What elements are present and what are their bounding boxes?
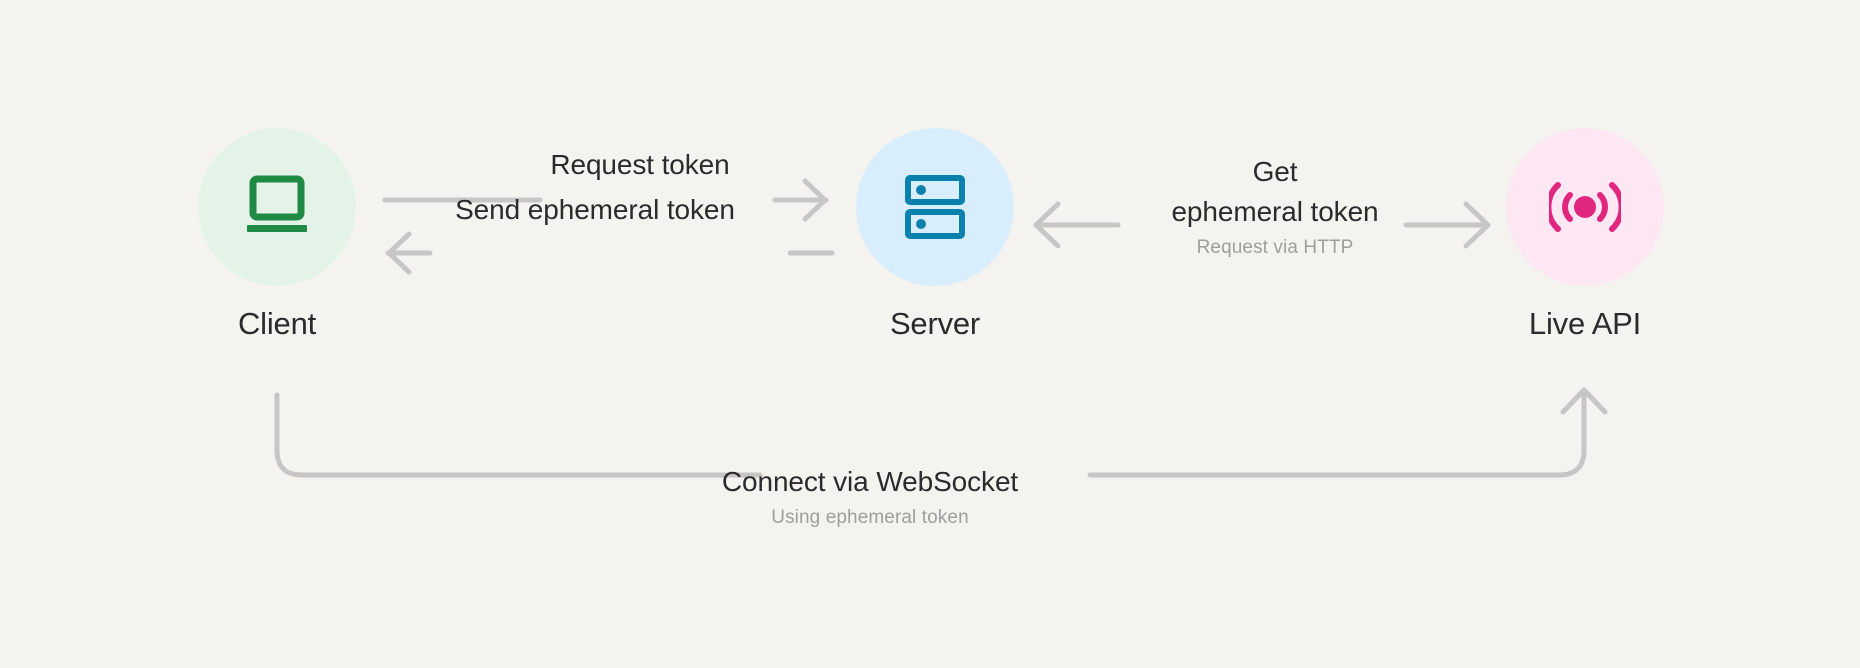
node-server-circle [856, 128, 1014, 286]
node-client-label: Client [237, 306, 317, 341]
edge-label-get-ephemeral-token: Get ephemeral token Request via HTTP [1150, 152, 1400, 261]
edge-label-send-ephemeral-token: Send ephemeral token [430, 190, 760, 230]
arrowhead-websocket-up [1560, 387, 1608, 415]
node-live-api-label: Live API [1528, 306, 1642, 341]
laptop-icon [247, 175, 307, 232]
node-client[interactable]: Client [198, 128, 356, 342]
edge-label-get-ephemeral-token-subtitle: Request via HTTP [1196, 237, 1354, 258]
edge-label-request-token: Request token [520, 145, 760, 185]
edge-label-get-ephemeral-token-line1: Get [1252, 156, 1298, 187]
broadcast-signal-icon [1549, 182, 1621, 232]
path-websocket-right [1087, 389, 1587, 478]
arrowhead-get-token-right [1463, 201, 1491, 249]
server-rack-icon [905, 175, 965, 239]
node-server-label: Server [889, 306, 981, 341]
node-client-circle [198, 128, 356, 286]
node-live-api-circle [1506, 128, 1664, 286]
path-websocket-left [274, 392, 763, 478]
arrowhead-send-token-left [386, 231, 412, 275]
arrowhead-get-token-left [1033, 201, 1061, 249]
edge-label-connect-websocket-title: Connect via WebSocket [721, 466, 1019, 497]
arrowhead-request-token-right [802, 178, 828, 222]
node-live-api[interactable]: Live API [1506, 128, 1664, 342]
edge-label-request-token-title: Request token [550, 149, 730, 180]
edge-label-connect-websocket: Connect via WebSocket Using ephemeral to… [700, 462, 1040, 531]
edge-label-connect-websocket-subtitle: Using ephemeral token [771, 507, 969, 528]
edge-label-send-ephemeral-token-title: Send ephemeral token [455, 194, 735, 225]
node-server[interactable]: Server [856, 128, 1014, 342]
edge-label-get-ephemeral-token-line2: ephemeral token [1171, 196, 1379, 227]
